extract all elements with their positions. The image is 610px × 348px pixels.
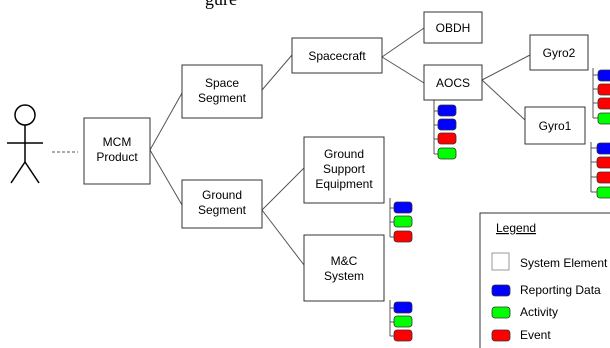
node-spacecraft-label: Spacecraft [308, 49, 366, 63]
activity-tag [596, 186, 610, 199]
legend-swatch-system-element [491, 252, 510, 271]
gse-tags [393, 201, 413, 243]
event-tag [596, 171, 610, 184]
aocs-tags [437, 104, 457, 160]
node-gyro1: Gyro1 [524, 106, 586, 145]
reporting-data-tag [437, 118, 457, 131]
reporting-data-tag [597, 69, 610, 82]
node-spacecraft: Spacecraft [291, 37, 383, 74]
event-tag [597, 97, 610, 110]
node-ground-segment-line1: Ground [202, 188, 242, 202]
event-tag [597, 83, 610, 96]
node-mcm-product: MCM Product [83, 117, 151, 185]
node-obdh: OBDH [423, 11, 483, 44]
actor-icon [7, 104, 43, 184]
gyro2-tags [597, 69, 610, 125]
node-mc-system-line2: System [324, 269, 364, 283]
legend-label-activity: Activity [520, 305, 558, 319]
legend-swatch-reporting-data [491, 284, 511, 297]
node-ground-segment: Ground Segment [181, 179, 263, 229]
legend-title: Legend [496, 221, 536, 235]
reporting-data-tag [393, 201, 413, 214]
node-gse-line2: Support [323, 162, 366, 176]
event-tag [393, 230, 413, 243]
node-gse-line3: Equipment [315, 177, 373, 191]
top-text: gure [205, 0, 237, 10]
reporting-data-tag [437, 104, 457, 117]
activity-tag [597, 112, 610, 125]
reporting-data-tag [393, 301, 413, 314]
activity-tag [437, 147, 457, 160]
legend-label-system-element: System Element [520, 256, 608, 270]
event-tag [437, 132, 457, 145]
activity-tag [393, 215, 413, 228]
legend-label-event: Event [520, 328, 551, 342]
node-mc-system-line1: M&C [331, 254, 358, 268]
legend-swatch-activity [491, 306, 511, 319]
node-space-segment: Space Segment [181, 64, 263, 119]
node-aocs-label: AOCS [436, 76, 470, 90]
node-mcm-product-line1: MCM [103, 135, 132, 149]
node-space-segment-line2: Segment [198, 91, 247, 105]
node-space-segment-line1: Space [205, 76, 239, 90]
node-gyro1-label: Gyro1 [539, 119, 572, 133]
gyro1-tags [596, 142, 610, 199]
node-gyro2: Gyro2 [529, 34, 589, 71]
top-text-fragment: gure [0, 0, 610, 14]
event-tag [596, 156, 610, 169]
legend: Legend System Element Reporting Data Act… [479, 212, 610, 348]
activity-tag [393, 315, 413, 328]
node-ground-support-equipment: Ground Support Equipment [303, 136, 385, 204]
node-mcm-product-line2: Product [96, 150, 138, 164]
legend-swatch-event [491, 329, 511, 342]
node-obdh-label: OBDH [436, 21, 471, 35]
node-gyro2-label: Gyro2 [543, 46, 576, 60]
node-mc-system: M&C System [303, 234, 385, 302]
node-ground-segment-line2: Segment [198, 203, 247, 217]
mc-system-tags [393, 301, 413, 342]
legend-label-reporting-data: Reporting Data [520, 283, 601, 297]
node-gse-line1: Ground [324, 147, 364, 161]
reporting-data-tag [596, 142, 610, 155]
node-aocs: AOCS [423, 64, 483, 101]
tree-connectors [149, 27, 598, 337]
event-tag [393, 329, 413, 342]
